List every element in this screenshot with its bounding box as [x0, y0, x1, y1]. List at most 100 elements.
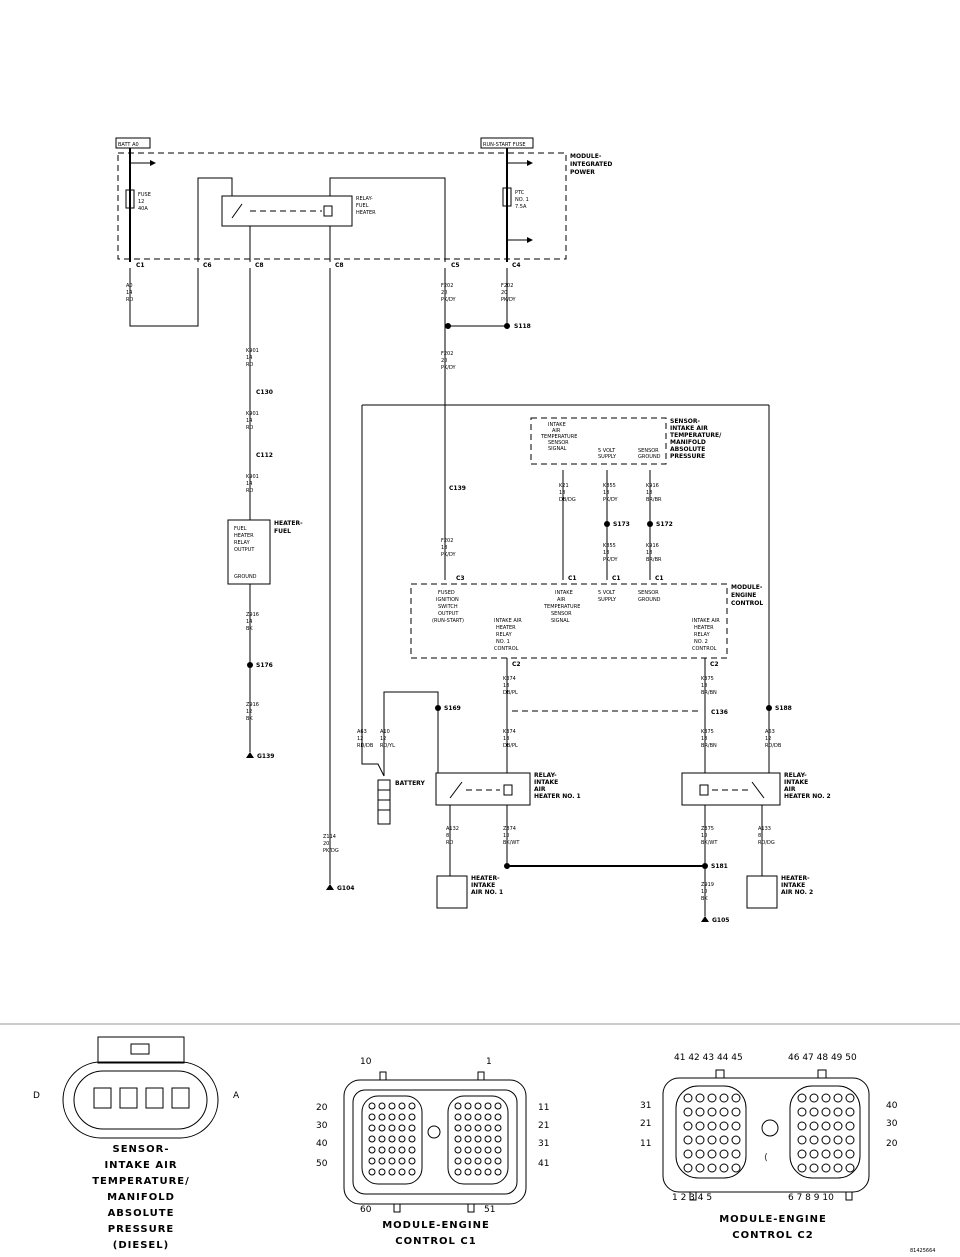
- ecm-iat-2: AIR: [557, 597, 566, 603]
- run-start-arrow-head: [527, 160, 533, 166]
- ground-g139-label: G139: [257, 753, 274, 760]
- connector-pin: [454, 1124, 462, 1132]
- wire-a132-3: RD: [446, 840, 453, 846]
- splice-s176-dot: [247, 662, 253, 668]
- connector-pin: [408, 1146, 416, 1154]
- connector-pin: [707, 1135, 717, 1145]
- wire-k374-1: K374: [503, 676, 516, 682]
- connector-pin: [494, 1113, 502, 1121]
- connector-pin: [464, 1102, 472, 1110]
- conn-c3-ecm: C3: [456, 575, 465, 582]
- c2-pin-left-1: 31: [640, 1101, 651, 1111]
- splice-s118-label: S118: [514, 323, 531, 330]
- wire-f202b-2: 20: [501, 290, 507, 296]
- ecm-iat-1: INTAKE: [555, 590, 573, 596]
- c2-pin-top-right: 46 47 48 49 50: [788, 1053, 857, 1063]
- heater-iah1-label-2: INTAKE: [471, 882, 495, 889]
- heater-iah2-label-1: HEATER-: [781, 875, 810, 882]
- connector-pin: [398, 1124, 406, 1132]
- module-engine-control-outline: [410, 583, 728, 659]
- ecm-iat-3: TEMPERATURE: [543, 604, 580, 610]
- connector-pin: [821, 1149, 831, 1159]
- relay-iah2-label-3: AIR: [784, 786, 796, 793]
- sensor-box2-1: 5 VOLT: [598, 448, 616, 454]
- sensor-iat-label-5: ABSOLUTE: [670, 446, 705, 453]
- run-start-arrow-head-2: [527, 237, 533, 243]
- wire-z374-2: 10: [503, 833, 509, 839]
- wire-z114-3: PK/DG: [323, 848, 339, 854]
- connector-pin: [454, 1135, 462, 1143]
- sensor-box-4: SENSOR: [548, 440, 569, 446]
- sensor-box-5: SIGNAL: [548, 446, 567, 452]
- wire-a63b-2: 12: [765, 736, 771, 742]
- ecm-gnd-1: SENSOR: [638, 590, 659, 596]
- c2-pin-bottom-left: 1 2 3 4 5: [672, 1193, 712, 1203]
- wire-z916b-3: BK: [246, 716, 253, 722]
- heater-iah1-label-1: HEATER-: [471, 875, 500, 882]
- relay-iah1-label-2: INTAKE: [534, 779, 558, 786]
- figure-id: 81425664: [910, 1248, 935, 1254]
- wire-a132-2: 8: [446, 833, 449, 839]
- ptc1-symbol: [502, 187, 512, 207]
- c1-title-1: MODULE-ENGINE: [382, 1220, 490, 1231]
- ecm-relay1-4: NO. 1: [496, 639, 510, 645]
- relay-fuel-heater-label-2: FUEL: [356, 203, 369, 209]
- sensor-iat-label-3: TEMPERATURE/: [670, 432, 722, 439]
- batt-label-box: [115, 137, 151, 149]
- relay-iah2-coil: [699, 784, 709, 796]
- connector-pin: [474, 1168, 482, 1176]
- connector-pin: [494, 1168, 502, 1176]
- conn-c1-ecm-c: C1: [655, 575, 664, 582]
- conn-c2-ecm-b: C2: [710, 661, 719, 668]
- wire-f202d-2: 18: [441, 545, 447, 551]
- ecm-c2-pins-left: [683, 1093, 741, 1173]
- mec-label-3: CONTROL: [731, 600, 763, 607]
- c2-pin-right-2: 30: [886, 1119, 898, 1129]
- connector-pin: [484, 1146, 492, 1154]
- connector-pin: [797, 1093, 807, 1103]
- sensor-title-1: SENSOR-: [113, 1144, 170, 1155]
- sensor-title-6: PRESSURE: [108, 1224, 174, 1235]
- wire-k916b-2: 18: [646, 550, 652, 556]
- heater-fuel-box: [227, 519, 271, 585]
- c2-pin-bottom-right: 6 7 8 9 10: [788, 1193, 834, 1203]
- connector-pin: [368, 1124, 376, 1132]
- ecm-relay2-5: CONTROL: [692, 646, 717, 652]
- relay-iah1-switch: [449, 781, 463, 799]
- a0-loop-wire: [129, 268, 199, 327]
- relay-iah2-label-2: INTAKE: [784, 779, 808, 786]
- wire-z374-3: BK/WT: [503, 840, 520, 846]
- ecm-fused-5: (RUN-START): [432, 618, 464, 624]
- connector-pin: [809, 1121, 819, 1131]
- connector-pin: [464, 1146, 472, 1154]
- connector-pin: [474, 1102, 482, 1110]
- wire-f202c-3: PK/DY: [441, 365, 457, 371]
- connector-pin: [378, 1157, 386, 1165]
- wire-k901c-2: 14: [246, 481, 252, 487]
- wire-z375-1: Z375: [701, 826, 714, 832]
- ecm-relay1-3: RELAY: [496, 632, 513, 638]
- splice-s188-label: S188: [775, 705, 792, 712]
- connector-pin: [719, 1093, 729, 1103]
- connector-pin: [464, 1113, 472, 1121]
- wire-k855b-2: 18: [603, 550, 609, 556]
- wire-z916a-2: 14: [246, 619, 252, 625]
- wire-f202a-3: PK/DY: [441, 297, 457, 303]
- wire-a133-3: RD/DG: [758, 840, 775, 846]
- mec-label-2: ENGINE: [731, 592, 756, 599]
- wire-f202b-1: F202: [501, 283, 513, 289]
- c2-title-1: MODULE-ENGINE: [719, 1214, 827, 1225]
- sensor-box3-1: SENSOR: [638, 448, 659, 454]
- relay-fuel-heater-switch: [231, 203, 243, 219]
- connector-pin: [731, 1149, 741, 1159]
- connector-pin: [833, 1163, 843, 1173]
- connector-pin: [695, 1163, 705, 1173]
- wire-k901b-1: K901: [246, 411, 259, 417]
- connector-pin: [731, 1135, 741, 1145]
- connector-pin: [809, 1135, 819, 1145]
- wire-k375b-2: 18: [701, 736, 707, 742]
- connector-pin: [707, 1149, 717, 1159]
- connector-pin: [809, 1163, 819, 1173]
- ecm-fused-1: FUSED: [438, 590, 455, 596]
- wire-k21-1: K21: [559, 483, 569, 489]
